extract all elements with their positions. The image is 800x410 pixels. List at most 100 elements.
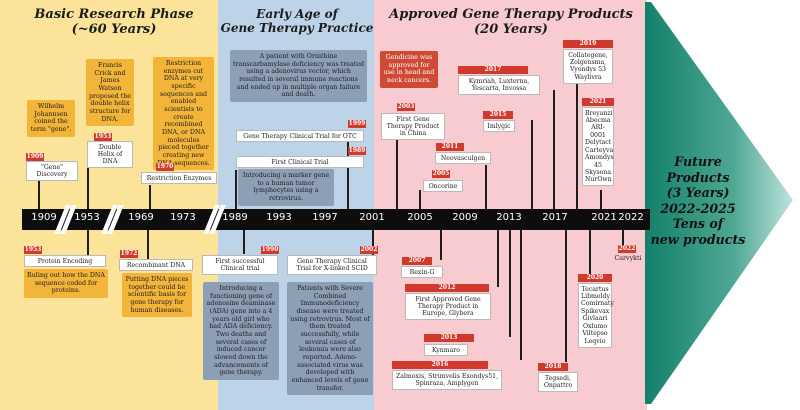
tick-label: 2001 (359, 212, 385, 223)
future-line-4: Tens of (672, 216, 724, 232)
year-tag-2021: 2021 (582, 98, 614, 106)
note-otc-patient: A patient with Ornithine transcarbamylas… (230, 50, 367, 103)
label-2018-products: Tegsedi, Onpattro (538, 372, 578, 392)
label-2020-products: Tecartus Libmeldy Comirnaty Spikevax Giv… (578, 283, 614, 348)
stem-1909 (38, 172, 40, 209)
year-tag-2015: 2015 (483, 111, 513, 119)
label-neovasculgen: Neovasculgen (435, 152, 491, 165)
label-2019-products: Collategene, Zolgensma, Vyondys 53 Wayli… (563, 49, 613, 84)
note-1990-ada: Introducing a functioning gene of adenos… (203, 282, 279, 381)
stem-1972 (147, 230, 149, 266)
tick-label: 2017 (542, 212, 568, 223)
label-imlygic: Imlygic (483, 120, 515, 133)
label-2017-products: Kymriah, Luxterna, Yescarta, Invossa (458, 75, 540, 95)
future-line-3: 2022-2025 (660, 200, 736, 216)
approved-phase-name: Approved Gene Therapy Products (389, 7, 633, 22)
stem-1999 (347, 142, 349, 209)
stem-2012 (497, 230, 499, 287)
future-products-text: Future Products (3 Years) 2022-2025 Tens… (650, 154, 746, 248)
early-phase-title: Early Age of Gene Therapy Practice (218, 7, 376, 36)
year-tag-1953b: 1953 (24, 246, 42, 254)
tick-label: 1909 (31, 212, 57, 223)
year-tag-2019: 2019 (563, 40, 613, 48)
note-1953-protein: Ruling out how the DNA sequence coded fo… (24, 269, 108, 299)
year-tag-2022: 2022 (618, 245, 636, 253)
tick-label: 2005 (407, 212, 433, 223)
approved-phase-title: Approved Gene Therapy Products (20 Years… (376, 7, 646, 38)
year-tag-2020: 2020 (578, 274, 612, 282)
label-glybera: First Approved Gene Therapy Product in E… (405, 293, 491, 321)
label-x-linked-scid-trial: Gene Therapy Clinical Trial for X-linked… (287, 255, 377, 275)
label-first-successful-trial: First successful Clinical trial (202, 255, 278, 275)
year-tag-2005: 2005 (432, 170, 450, 178)
stem-2007 (440, 230, 442, 260)
label-first-product-china: First Gene Therapy Product in China (381, 113, 445, 141)
approved-phase-duration: (20 Years) (474, 21, 548, 37)
tick-label: 1973 (170, 212, 196, 223)
stem-2019 (576, 50, 578, 209)
stem-1953b (87, 230, 89, 255)
year-tag-1953a: 1953 (94, 133, 112, 141)
year-tag-1909: 1909 (26, 153, 44, 161)
early-phase-name: Early Age of (256, 7, 338, 21)
future-arrow (645, 2, 793, 404)
basic-phase-duration: (~60 Years) (71, 21, 157, 37)
future-line-2: (3 Years) (666, 185, 730, 201)
label-first-clinical-trial: First Clinical Trial (236, 156, 364, 169)
note-1989-marker-gene: Introducing a marker gene to a human tum… (238, 169, 334, 206)
basic-phase-title: Basic Research Phase (~60 Years) (14, 7, 214, 38)
label-gene-discovery: "Gene" Discovery (26, 161, 78, 181)
stem-2013 (509, 230, 511, 337)
year-tag-2012: 2012 (405, 284, 489, 292)
year-tag-2011: 2011 (436, 143, 464, 151)
note-1970-restriction: Restriction enzymes cut DNA at very spec… (153, 57, 214, 171)
stem-1970 (149, 185, 151, 209)
label-2016-products: Zalmoxis, Strimvelis Exondys51, Spinraza… (392, 370, 502, 390)
year-tag-2002: 2002 (360, 246, 378, 254)
year-tag-1989: 1989 (348, 147, 366, 155)
future-line-5: new products (650, 232, 746, 248)
tick-label: 2013 (496, 212, 522, 223)
year-tag-1990: 1990 (261, 246, 279, 254)
year-tag-1970: 1970 (156, 163, 174, 171)
label-rexin-g: Rexin-G (401, 266, 443, 279)
stem-1990 (243, 230, 245, 254)
year-tag-2016: 2016 (392, 361, 488, 369)
tick-label: 1989 (222, 212, 248, 223)
tick-label: 1993 (266, 212, 292, 223)
year-tag-2018: 2018 (538, 363, 568, 371)
year-tag-2003: 2003 (397, 103, 415, 111)
note-2002-scid: Patients with Severe Combined Immunodefi… (287, 282, 373, 396)
note-1972-recombinant: Putting DNA pieces together could be sci… (122, 273, 192, 318)
stem-2022 (622, 230, 624, 248)
timeline-axis: 1909 1953 1969 1973 1989 1993 1997 2001 … (22, 205, 650, 234)
note-1953-double-helix: Francis Crick and James Watson proposed … (86, 59, 134, 127)
stem-2011 (485, 165, 487, 209)
tick-label: 1997 (312, 212, 338, 223)
tick-label: 2009 (452, 212, 478, 223)
label-oncorine: Oncorine (423, 180, 463, 193)
year-tag-1972: 1972 (120, 250, 138, 258)
tick-label: 2021 (591, 212, 617, 223)
stem-1989 (235, 170, 237, 209)
tick-label: 1953 (74, 212, 100, 223)
year-tag-2013: 2013 (424, 334, 474, 342)
future-line-1: Future Products (666, 154, 730, 185)
tick-label: 2022 (618, 212, 644, 223)
stem-2015 (531, 120, 533, 209)
label-recombinant-dna: Recombinant DNA (119, 259, 193, 272)
stem-2020 (589, 230, 591, 278)
note-gendicine: Gendicine was approved for use in head a… (380, 51, 438, 88)
year-tag-1999: 1999 (348, 120, 366, 128)
stem-2005 (419, 190, 421, 209)
year-tag-2007: 2007 (402, 257, 432, 265)
stem-2016 (520, 230, 522, 360)
label-double-helix: Double Helix of DNA (87, 141, 133, 169)
stem-2003 (396, 132, 398, 209)
basic-phase-name: Basic Research Phase (34, 7, 194, 22)
tick-label: 1969 (128, 212, 154, 223)
stem-2002 (372, 230, 374, 256)
stem-1953a (87, 161, 89, 209)
stem-2018 (565, 230, 567, 362)
